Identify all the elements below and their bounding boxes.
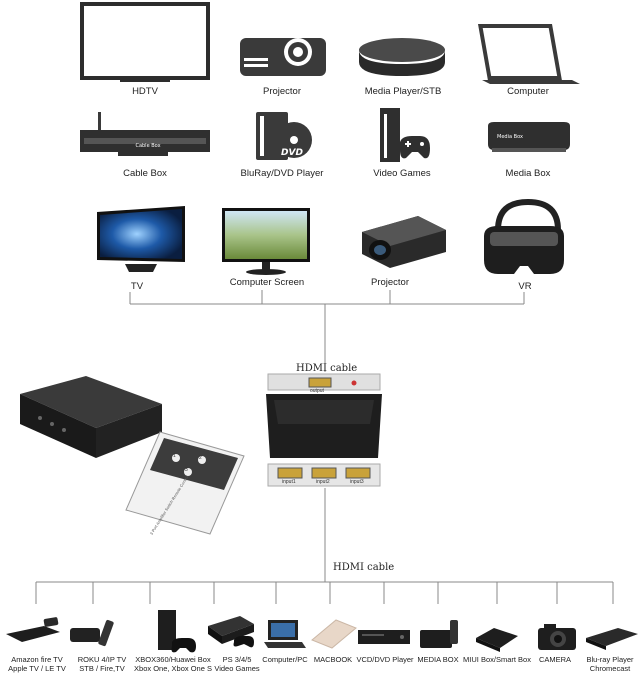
source-label-4: Computer/PC xyxy=(258,655,312,664)
remote-button-2: 2 xyxy=(199,455,202,461)
label-media-box: Media Box xyxy=(505,168,551,179)
label-video-games: Video Games xyxy=(373,168,431,179)
fire-tv-icon xyxy=(6,617,60,642)
remote-button-3: 3 xyxy=(185,467,188,473)
source-label-0-line2: Apple TV / LE TV xyxy=(8,664,66,673)
camera-icon xyxy=(538,624,576,650)
cable-box-icon xyxy=(80,112,210,156)
computer-pc-icon xyxy=(264,620,306,648)
source-label-2-line2: Xbox One, Xbox One S xyxy=(134,664,212,673)
switch-input-1-label: input1 xyxy=(282,479,296,485)
label-projector-2: Projector xyxy=(370,277,409,288)
dvd-player-small-icon xyxy=(358,630,410,644)
source-label-3-line1: PS 3/4/5 xyxy=(222,655,252,664)
switch-input-3-label: input3 xyxy=(350,479,364,485)
remote-button-1: 1 xyxy=(173,453,176,459)
label-vr: VR xyxy=(518,281,532,292)
xbox-icon xyxy=(158,610,196,653)
miui-box-icon xyxy=(476,628,518,652)
dvd-player-icon xyxy=(256,112,312,160)
label-projector-1: Projector xyxy=(262,86,301,97)
source-label-1-line2: STB / Fire,TV xyxy=(79,664,125,673)
monitor-photo xyxy=(222,208,310,275)
vr-headset-photo xyxy=(484,198,564,274)
laptop-icon xyxy=(477,24,580,84)
ps-icon xyxy=(208,616,254,648)
projector-icon xyxy=(240,38,326,76)
hdmi-cable-top-label: HDMI cable xyxy=(296,363,358,374)
source-label-9: CAMERA xyxy=(534,655,576,664)
hdtv-icon xyxy=(80,2,210,82)
source-label-5-line1: MACBOOK xyxy=(313,655,353,664)
switch-input-2-label: input2 xyxy=(316,479,330,485)
label-hdtv: HDTV xyxy=(132,86,158,97)
source-label-10-line2: Chromecast xyxy=(589,664,631,673)
game-console-icon xyxy=(380,108,430,162)
source-label-8-line1: MIUI Box/Smart Box xyxy=(463,655,531,664)
remote-control-photo xyxy=(125,431,245,535)
source-label-9-line1: CAMERA xyxy=(538,655,572,664)
source-label-7: MEDIA BOX xyxy=(414,655,462,664)
label-media-player: Media Player/STB xyxy=(364,86,442,97)
tv-photo xyxy=(97,206,185,272)
source-label-6-line1: VCD/DVD Player xyxy=(356,655,414,664)
media-box-device-text: Media Box xyxy=(497,134,523,140)
source-label-3-line2: Video Games xyxy=(214,664,260,673)
source-label-4-line1: Computer/PC xyxy=(262,655,308,664)
hdmi-switch-box-photo xyxy=(20,376,162,458)
label-cable-box: Cable Box xyxy=(123,168,167,179)
source-label-7-line1: MEDIA BOX xyxy=(417,655,459,664)
cable-box-device-text: Cable Box xyxy=(135,143,161,149)
hdmi-cable-bottom-label: HDMI cable xyxy=(333,562,395,573)
dvd-device-text: DVD xyxy=(281,148,303,158)
switch-output-label: output xyxy=(310,388,324,394)
media-box-icon xyxy=(488,122,570,152)
hdmi-switch-front xyxy=(266,373,382,487)
source-label-8: MIUI Box/Smart Box xyxy=(460,655,534,664)
bluray-player-icon xyxy=(586,628,638,650)
label-tv: TV xyxy=(130,281,144,292)
source-label-5: MACBOOK xyxy=(312,655,354,664)
source-label-0-line1: Amazon fire TV xyxy=(11,655,63,664)
label-computer-screen: Computer Screen xyxy=(229,277,305,288)
macbook-icon xyxy=(311,619,357,649)
roku-icon xyxy=(70,619,114,647)
label-dvd-player: BluRay/DVD Player xyxy=(240,168,324,179)
media-box-small-icon xyxy=(420,620,458,648)
source-label-10-line1: Blu-ray Player xyxy=(586,655,634,664)
media-player-icon xyxy=(359,38,445,76)
projector-photo xyxy=(362,216,446,268)
source-label-2-line1: XBOX360/Huawei Box xyxy=(135,655,211,664)
source-label-6: VCD/DVD Player xyxy=(354,655,416,664)
source-label-1-line1: ROKU 4/IP TV xyxy=(77,655,127,664)
label-computer: Computer xyxy=(507,86,549,97)
